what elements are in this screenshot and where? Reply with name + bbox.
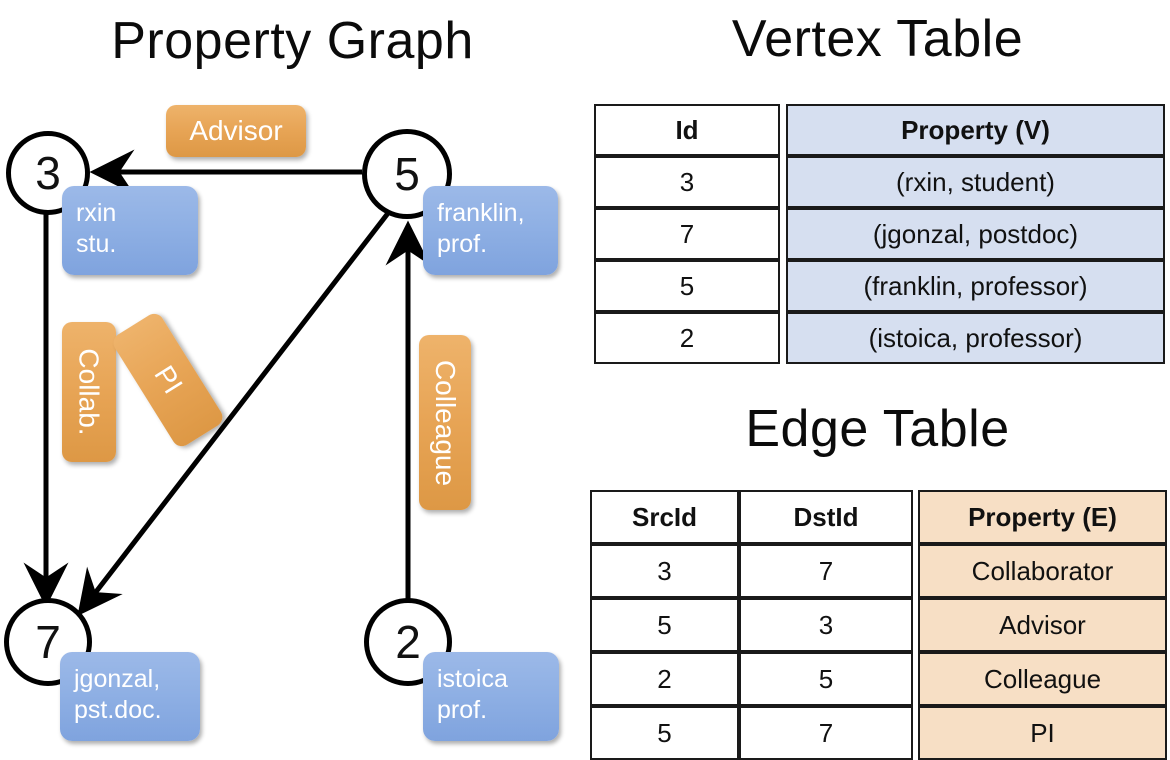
vertex-table-column-gap [780,312,786,364]
vertex-table: Id Property (V) 3 (rxin, student) 7 (jgo… [594,104,1165,364]
vertex-table-column-gap [780,208,786,260]
edge-callout-advisor: Advisor [166,105,306,157]
graph-node-3-id: 3 [35,147,61,199]
edge-5-to-7 [77,206,394,616]
table-row[interactable]: 3 7 Collaborator [590,544,1167,598]
vertex-table-header-row: Id Property (V) [594,104,1165,156]
vertex-callout-jgonzal: jgonzal, pst.doc. [60,652,200,741]
edge-callout-pi-label: PI [148,360,189,400]
edge-row-2-src: 2 [590,652,739,706]
vertex-row-3-property: (istoica, professor) [786,312,1165,364]
vertex-row-0-property: (rxin, student) [786,156,1165,208]
edge-callout-collab: Collab. [62,322,116,462]
edge-row-1-property: Advisor [918,598,1167,652]
edge-row-3-dst: 7 [739,706,913,760]
edge-row-3-property: PI [918,706,1167,760]
edge-row-0-dst: 7 [739,544,913,598]
table-row[interactable]: 2 (istoica, professor) [594,312,1165,364]
edge-row-1-src: 5 [590,598,739,652]
edge-table-header-row: SrcId DstId Property (E) [590,490,1167,544]
edge-callout-colleague: Colleague [419,335,471,510]
vertex-table-column-gap [780,156,786,208]
edge-table-column-gap [913,544,918,598]
table-row[interactable]: 3 (rxin, student) [594,156,1165,208]
edge-row-0-property: Collaborator [918,544,1167,598]
vertex-row-0-id: 3 [594,156,780,208]
edge-callout-collab-label: Collab. [74,348,106,436]
graph-node-5-id: 5 [394,148,420,200]
edge-callout-colleague-label: Colleague [430,359,462,486]
edge-row-3-src: 5 [590,706,739,760]
table-row[interactable]: 5 (franklin, professor) [594,260,1165,312]
vertex-table-header-id: Id [594,104,780,156]
graph-node-3[interactable]: 3 [6,131,90,215]
graph-node-2-id: 2 [395,616,421,668]
vertex-table-column-gap [780,104,786,156]
edge-callout-advisor-label: Advisor [189,115,283,146]
edge-row-2-dst: 5 [739,652,913,706]
vertex-table-column-gap [780,260,786,312]
table-row[interactable]: 7 (jgonzal, postdoc) [594,208,1165,260]
page-title-property-graph: Property Graph [111,12,474,70]
table-row[interactable]: 5 7 PI [590,706,1167,760]
vertex-row-3-id: 2 [594,312,780,364]
table-row[interactable]: 2 5 Colleague [590,652,1167,706]
table-row[interactable]: 5 3 Advisor [590,598,1167,652]
vertex-callout-franklin: franklin, prof. [423,186,558,275]
vertex-row-2-property: (franklin, professor) [786,260,1165,312]
edge-table-header-srcid: SrcId [590,490,739,544]
edge-row-2-property: Colleague [918,652,1167,706]
edge-table-column-gap [913,598,918,652]
page-title-vertex-table: Vertex Table [731,10,1024,68]
edge-table: SrcId DstId Property (E) 3 7 Collaborato… [590,490,1167,760]
edge-table-column-gap [913,706,918,760]
graph-node-7-id: 7 [35,616,61,668]
edge-table-header-dstid: DstId [739,490,913,544]
edge-row-0-src: 3 [590,544,739,598]
vertex-callout-istoica: istoica prof. [423,652,559,741]
vertex-table-header-property: Property (V) [786,104,1165,156]
edge-table-header-property: Property (E) [918,490,1167,544]
page-title-edge-table: Edge Table [745,400,1010,458]
vertex-row-1-property: (jgonzal, postdoc) [786,208,1165,260]
vertex-row-1-id: 7 [594,208,780,260]
edge-row-1-dst: 3 [739,598,913,652]
edge-table-column-gap [913,490,918,544]
vertex-row-2-id: 5 [594,260,780,312]
vertex-callout-rxin: rxin stu. [62,186,198,275]
edge-table-column-gap [913,652,918,706]
